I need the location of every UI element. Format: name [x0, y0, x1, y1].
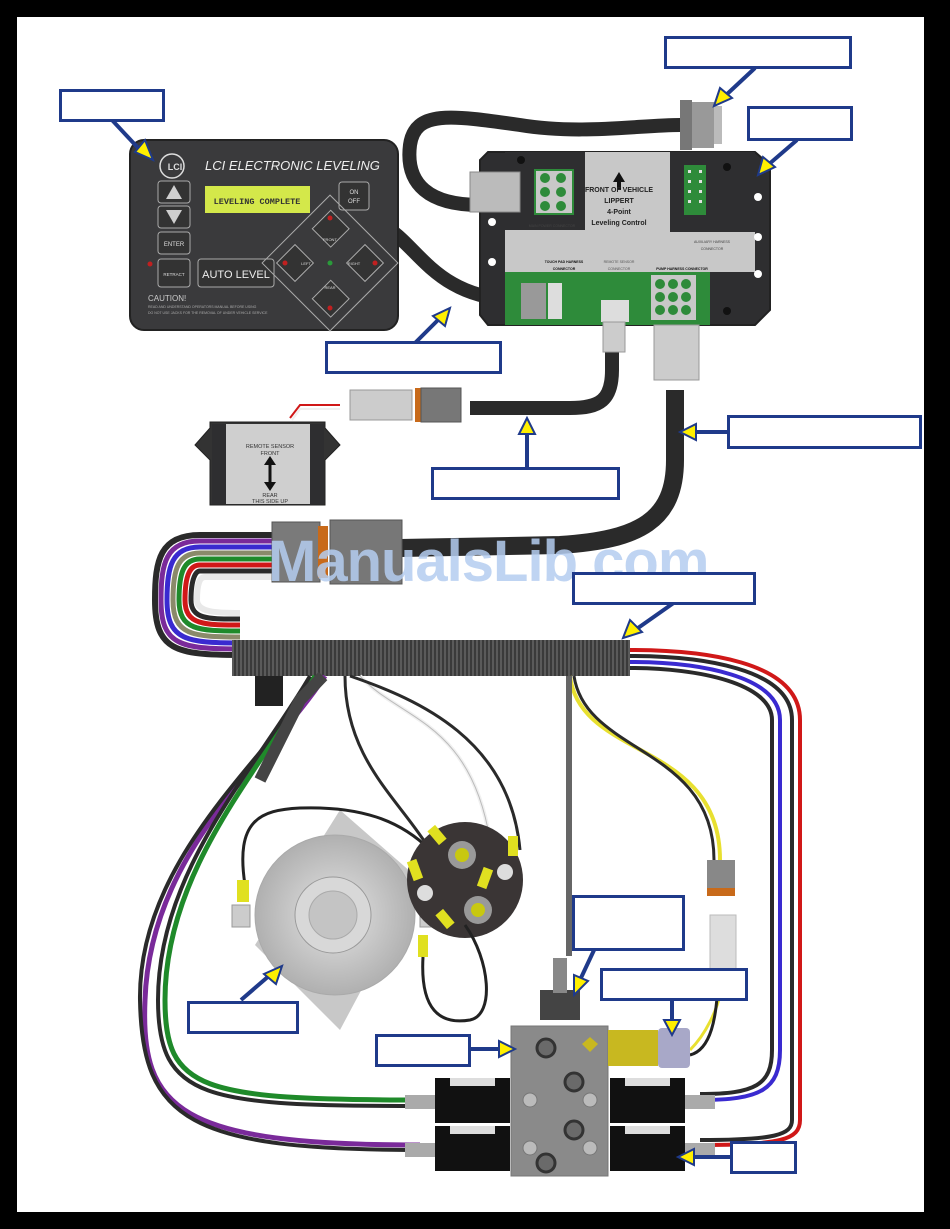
callout-motor — [187, 1001, 299, 1034]
lci-logo-text: LCI — [168, 162, 183, 172]
front-button[interactable] — [311, 209, 350, 248]
solenoid-valve-right-top — [610, 1078, 715, 1123]
front-label: FRONT — [323, 237, 337, 242]
lci-logo-icon — [159, 153, 185, 179]
touch-pad: LCI LCI ELECTRONIC LEVELING LEVELING COM… — [129, 139, 399, 332]
front-arrow-icon — [613, 172, 625, 190]
remote-sensor-connectors — [349, 387, 462, 423]
lcd-display — [205, 186, 310, 213]
remote-sensor-orientation: THIS SIDE UP — [252, 499, 288, 505]
left-led-icon — [282, 260, 288, 266]
model-line1: 4-Point — [607, 209, 631, 216]
callout-manifold — [375, 1034, 471, 1067]
on-off-button[interactable] — [338, 181, 370, 211]
remote-sensor-cable — [289, 345, 619, 421]
caution-line2: DO NOT USE JACKS FOR THE REMOVAL OF UNDE… — [148, 311, 268, 315]
callout-main-power-harness — [664, 36, 852, 69]
on-label: ON — [350, 190, 359, 196]
touch-pad-connector-label2: CONNECTOR — [553, 267, 576, 271]
deutsch-connector-bundle — [271, 519, 403, 585]
remote-sensor: REMOTE SENSOR FRONT REAR THIS SIDE UP — [194, 421, 341, 506]
rear-led-icon — [327, 305, 333, 311]
loom-exit-wires-middle — [255, 674, 722, 956]
enter-label: ENTER — [164, 242, 185, 248]
pump-motor — [231, 806, 439, 1030]
main-power-connector — [469, 171, 521, 213]
remote-sensor-front: FRONT — [261, 451, 281, 457]
remote-sensor-title: REMOTE SENSOR — [246, 444, 294, 450]
touch-pad-title: LCI ELECTRONIC LEVELING — [205, 158, 380, 173]
callout-pressure-switch — [600, 968, 748, 1001]
touch-pad-harness-connector — [521, 283, 546, 319]
up-arrow-icon — [166, 185, 182, 199]
wire-loom — [232, 640, 630, 676]
diagram-svg: LCI LCI ELECTRONIC LEVELING LEVELING COM… — [110, 66, 802, 1177]
front-led-icon — [327, 215, 333, 221]
main-power-cable — [402, 110, 687, 212]
callout-touch-pad — [59, 89, 165, 122]
diagram-canvas: LCI LCI ELECTRONIC LEVELING LEVELING COM… — [17, 17, 924, 1212]
pump-harness-connector-label: PUMP HARNESS CONNECTOR — [656, 267, 708, 271]
solenoid-valve-right-bottom — [610, 1126, 715, 1171]
retract-led-icon — [147, 261, 153, 267]
aux-connector-label1: AUXILIARY HARNESS — [694, 240, 731, 244]
wire-bundle — [151, 532, 275, 658]
enter-button[interactable] — [157, 231, 191, 255]
control-box: FRONT OF VEHICLE LIPPERT 4-Point Levelin… — [469, 151, 771, 381]
pump-harness-cable — [399, 390, 684, 557]
right-led-icon — [372, 260, 378, 266]
lcd-text: LEVELING COMPLETE — [214, 197, 301, 207]
callout-control-box — [747, 106, 853, 141]
solenoid-valves — [405, 1078, 715, 1171]
pressure-switch-connector — [688, 860, 737, 1057]
off-label: OFF — [348, 199, 360, 205]
motor-solenoid — [406, 822, 523, 1023]
solenoid-valve-left-top — [405, 1078, 510, 1123]
remote-sensor-rear: REAR — [262, 493, 277, 499]
auto-level-button[interactable] — [197, 258, 275, 288]
retract-label: RETRACT — [163, 272, 185, 277]
left-button[interactable] — [275, 243, 315, 283]
callout-pressure-switch-wire — [572, 895, 685, 951]
hydraulic-manifold — [510, 958, 690, 1177]
solenoid-valve-left-bottom — [405, 1126, 510, 1171]
remote-sensor-connector — [601, 300, 629, 322]
rear-label: REAR — [324, 285, 335, 290]
loom-exit-wires-left — [137, 671, 421, 1152]
remote-sensor-connector-label2: CONNECTOR — [608, 267, 631, 271]
auto-level-label: AUTO LEVEL — [202, 269, 270, 281]
right-label: RIGHT — [348, 261, 361, 266]
main-power-plug — [680, 100, 722, 150]
aux-connector-label2: CONNECTOR — [701, 247, 724, 251]
remote-sensor-connector-label1: REMOTE SENSOR — [604, 260, 635, 264]
rear-button[interactable] — [311, 279, 350, 318]
left-label: LEFT — [301, 261, 311, 266]
caution-line1: READ AND UNDERSTAND OPERATORS MANUAL BEF… — [148, 305, 257, 309]
touch-pad-connector-label1: TOUCH PAD HARNESS — [545, 260, 584, 264]
front-of-vehicle-label: FRONT OF VEHICLE — [585, 187, 653, 194]
right-button[interactable] — [345, 243, 385, 283]
level-led-icon — [327, 260, 333, 266]
loom-exit-wires-right — [629, 648, 802, 1147]
callout-remote-sensor-harness — [431, 467, 620, 500]
main-power-connector-label: MAIN POWER CONNECTOR — [529, 224, 576, 228]
callout-arrows — [110, 66, 799, 1167]
model-line2: Leveling Control — [591, 220, 646, 227]
callout-wire-loom — [572, 572, 756, 605]
caution-title: CAUTION! — [148, 294, 186, 303]
callout-pump-harness — [727, 415, 922, 449]
down-arrow-icon — [166, 210, 182, 224]
retract-button[interactable] — [157, 258, 191, 288]
callout-solenoid-valve — [730, 1141, 797, 1174]
callout-touch-pad-harness — [325, 341, 502, 374]
lippert-label: LIPPERT — [604, 198, 634, 205]
